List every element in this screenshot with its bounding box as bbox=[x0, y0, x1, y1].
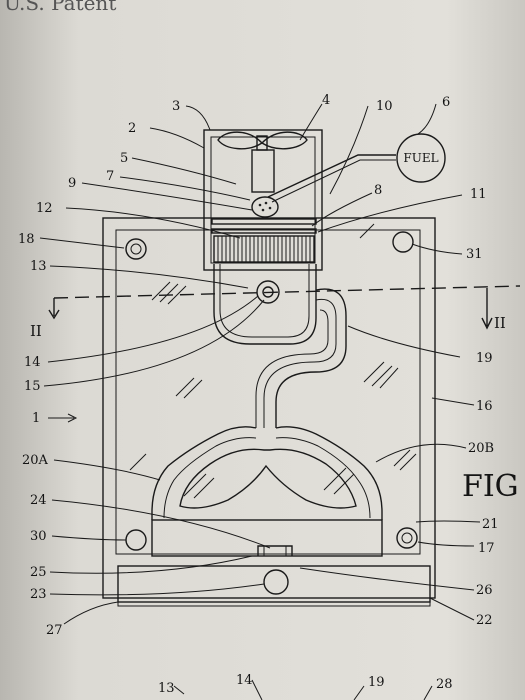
callout-6: 6 bbox=[442, 95, 450, 110]
upper-housing bbox=[203, 129, 323, 271]
callout-18: 18 bbox=[18, 232, 35, 247]
callout-17: 17 bbox=[478, 541, 495, 556]
section-line bbox=[53, 285, 521, 299]
callout-27: 27 bbox=[46, 623, 63, 638]
callout-next-14: 14 bbox=[236, 673, 253, 688]
main-plate bbox=[102, 217, 436, 599]
mounting-hole-31 bbox=[392, 231, 414, 253]
serpentine-channel-outer bbox=[275, 288, 347, 428]
callout-15: 15 bbox=[24, 379, 41, 394]
callout-13: 13 bbox=[30, 259, 47, 274]
callout-31: 31 bbox=[466, 247, 483, 262]
callout-20b: 20B bbox=[468, 441, 494, 456]
callout-30: 30 bbox=[30, 529, 47, 544]
callout-26: 26 bbox=[476, 583, 493, 598]
next-figure-fragment: 13 14 19 28 bbox=[158, 673, 453, 700]
callout-3: 3 bbox=[172, 99, 180, 114]
callout-25: 25 bbox=[30, 565, 47, 580]
fuel-nozzle bbox=[251, 196, 279, 218]
fuel-tank: FUEL bbox=[396, 133, 446, 183]
collector-chamber bbox=[151, 519, 383, 557]
callout-19: 19 bbox=[476, 351, 493, 366]
figure-label: FIG bbox=[462, 469, 519, 504]
callout-21: 21 bbox=[482, 517, 499, 532]
callout-2: 2 bbox=[128, 121, 136, 136]
callout-next-13: 13 bbox=[158, 681, 175, 696]
branch-channel-20b bbox=[275, 426, 383, 520]
callout-20a: 20A bbox=[22, 453, 49, 468]
callout-1: 1 bbox=[32, 411, 40, 426]
mounting-hole-18 bbox=[125, 238, 147, 260]
callout-10: 10 bbox=[376, 99, 393, 114]
mounting-hole-17 bbox=[396, 527, 418, 549]
callout-22: 22 bbox=[476, 613, 493, 628]
callout-7: 7 bbox=[106, 169, 114, 184]
mixing-chamber bbox=[211, 218, 317, 263]
exhaust-port bbox=[257, 545, 293, 556]
callout-12: 12 bbox=[36, 201, 53, 216]
combustion-chamber bbox=[213, 264, 317, 345]
fuel-tank-label: FUEL bbox=[403, 151, 438, 165]
callout-5: 5 bbox=[120, 151, 128, 166]
glass-hatching bbox=[129, 223, 417, 499]
callout-next-19: 19 bbox=[368, 675, 385, 690]
callout-9: 9 bbox=[68, 176, 76, 191]
callout-23: 23 bbox=[30, 587, 47, 602]
central-island bbox=[179, 448, 357, 509]
header-fragment: U.S. Patent bbox=[4, 0, 116, 15]
fuel-line bbox=[267, 154, 396, 198]
callout-11: 11 bbox=[470, 187, 487, 202]
callout-8: 8 bbox=[374, 183, 382, 198]
leader-lines bbox=[39, 103, 481, 625]
fuel-line-inner bbox=[271, 159, 396, 203]
fan-assembly bbox=[217, 131, 308, 193]
callout-14: 14 bbox=[24, 355, 41, 370]
callout-24: 24 bbox=[30, 493, 47, 508]
outlet-23 bbox=[263, 569, 289, 595]
serpentine-channel-inner bbox=[263, 298, 337, 428]
branch-channel-20a bbox=[151, 426, 257, 520]
section-marker-left: II bbox=[30, 322, 42, 340]
callout-4: 4 bbox=[322, 93, 330, 108]
callout-16: 16 bbox=[476, 399, 493, 414]
section-marker-right: II bbox=[494, 314, 506, 332]
callout-next-28: 28 bbox=[436, 677, 453, 692]
